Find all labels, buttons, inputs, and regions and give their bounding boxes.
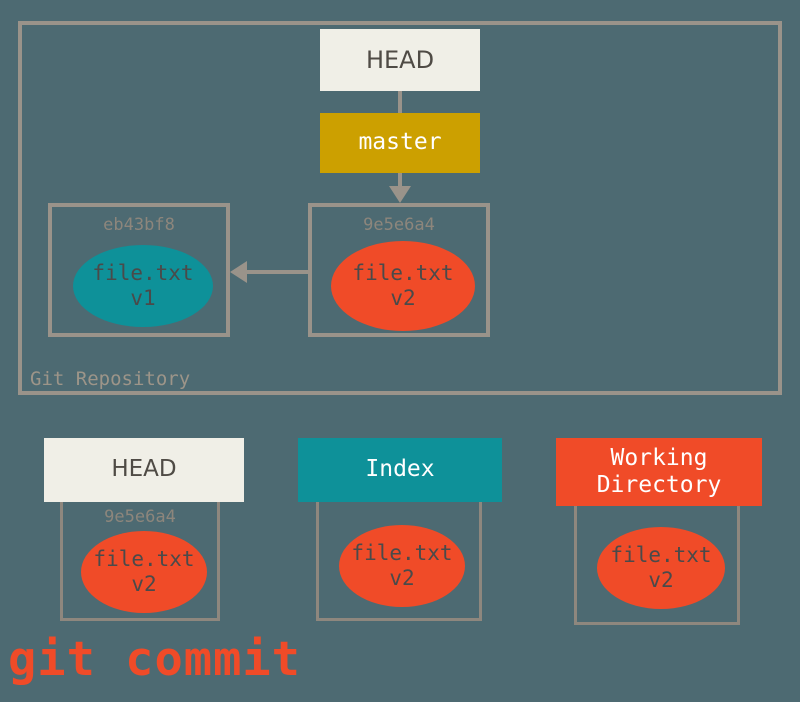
repo-head-pointer-box[interactable]: HEAD <box>320 29 480 91</box>
area-header-working-directory[interactable]: Working Directory <box>556 438 762 506</box>
connector-head-to-master <box>398 91 402 113</box>
commit-box-9e5e6a4[interactable]: 9e5e6a4 file.txt v2 <box>308 203 490 337</box>
area-blob-filename-index: file.txt <box>351 541 453 566</box>
commit-blob-version-9e5e6a4: v2 <box>390 286 416 310</box>
area-body-head: 9e5e6a4 file.txt v2 <box>60 497 220 621</box>
area-hash-head: 9e5e6a4 <box>104 507 176 527</box>
connector-master-to-commit-arrowhead <box>389 186 411 203</box>
commit-hash-eb43bf8: eb43bf8 <box>103 215 175 235</box>
commit-blob-version-eb43bf8: v1 <box>130 286 156 310</box>
commit-box-eb43bf8[interactable]: eb43bf8 file.txt v1 <box>48 203 230 337</box>
area-blob-filename-working-directory: file.txt <box>610 543 712 568</box>
area-blob-working-directory: file.txt v2 <box>597 527 725 609</box>
area-header-head-label: HEAD <box>111 456 177 483</box>
connector-master-to-commit-line <box>398 173 402 190</box>
commit-blob-filename-9e5e6a4: file.txt <box>352 261 454 286</box>
area-blob-version-head: v2 <box>131 572 157 596</box>
connector-commit-parent-arrowhead <box>230 261 247 283</box>
git-repository-label: Git Repository <box>30 368 191 390</box>
area-header-index[interactable]: Index <box>298 438 502 502</box>
area-blob-filename-head: file.txt <box>93 547 195 572</box>
area-body-index: file.txt v2 <box>316 497 482 621</box>
commit-blob-eb43bf8: file.txt v1 <box>73 245 213 327</box>
area-blob-version-index: v2 <box>389 566 415 590</box>
git-repository-frame <box>18 21 782 395</box>
repo-branch-master-box[interactable]: master <box>320 113 480 173</box>
area-header-head[interactable]: HEAD <box>44 438 244 502</box>
connector-commit-parent-line <box>247 270 308 274</box>
area-header-index-label: Index <box>365 456 435 483</box>
area-header-working-directory-line2: Directory <box>596 472 722 498</box>
area-body-working-directory: file.txt v2 <box>574 501 740 625</box>
area-blob-index: file.txt v2 <box>339 525 465 607</box>
commit-blob-filename-eb43bf8: file.txt <box>92 261 194 286</box>
repo-head-pointer-label: HEAD <box>365 45 435 74</box>
area-blob-version-working-directory: v2 <box>648 568 674 592</box>
area-header-working-directory-line1: Working <box>610 444 708 471</box>
commit-hash-9e5e6a4: 9e5e6a4 <box>363 215 435 235</box>
commit-blob-9e5e6a4: file.txt v2 <box>331 241 475 331</box>
command-caption: git commit <box>8 632 301 687</box>
repo-branch-master-label: master <box>358 129 442 156</box>
area-blob-head: file.txt v2 <box>81 531 207 613</box>
